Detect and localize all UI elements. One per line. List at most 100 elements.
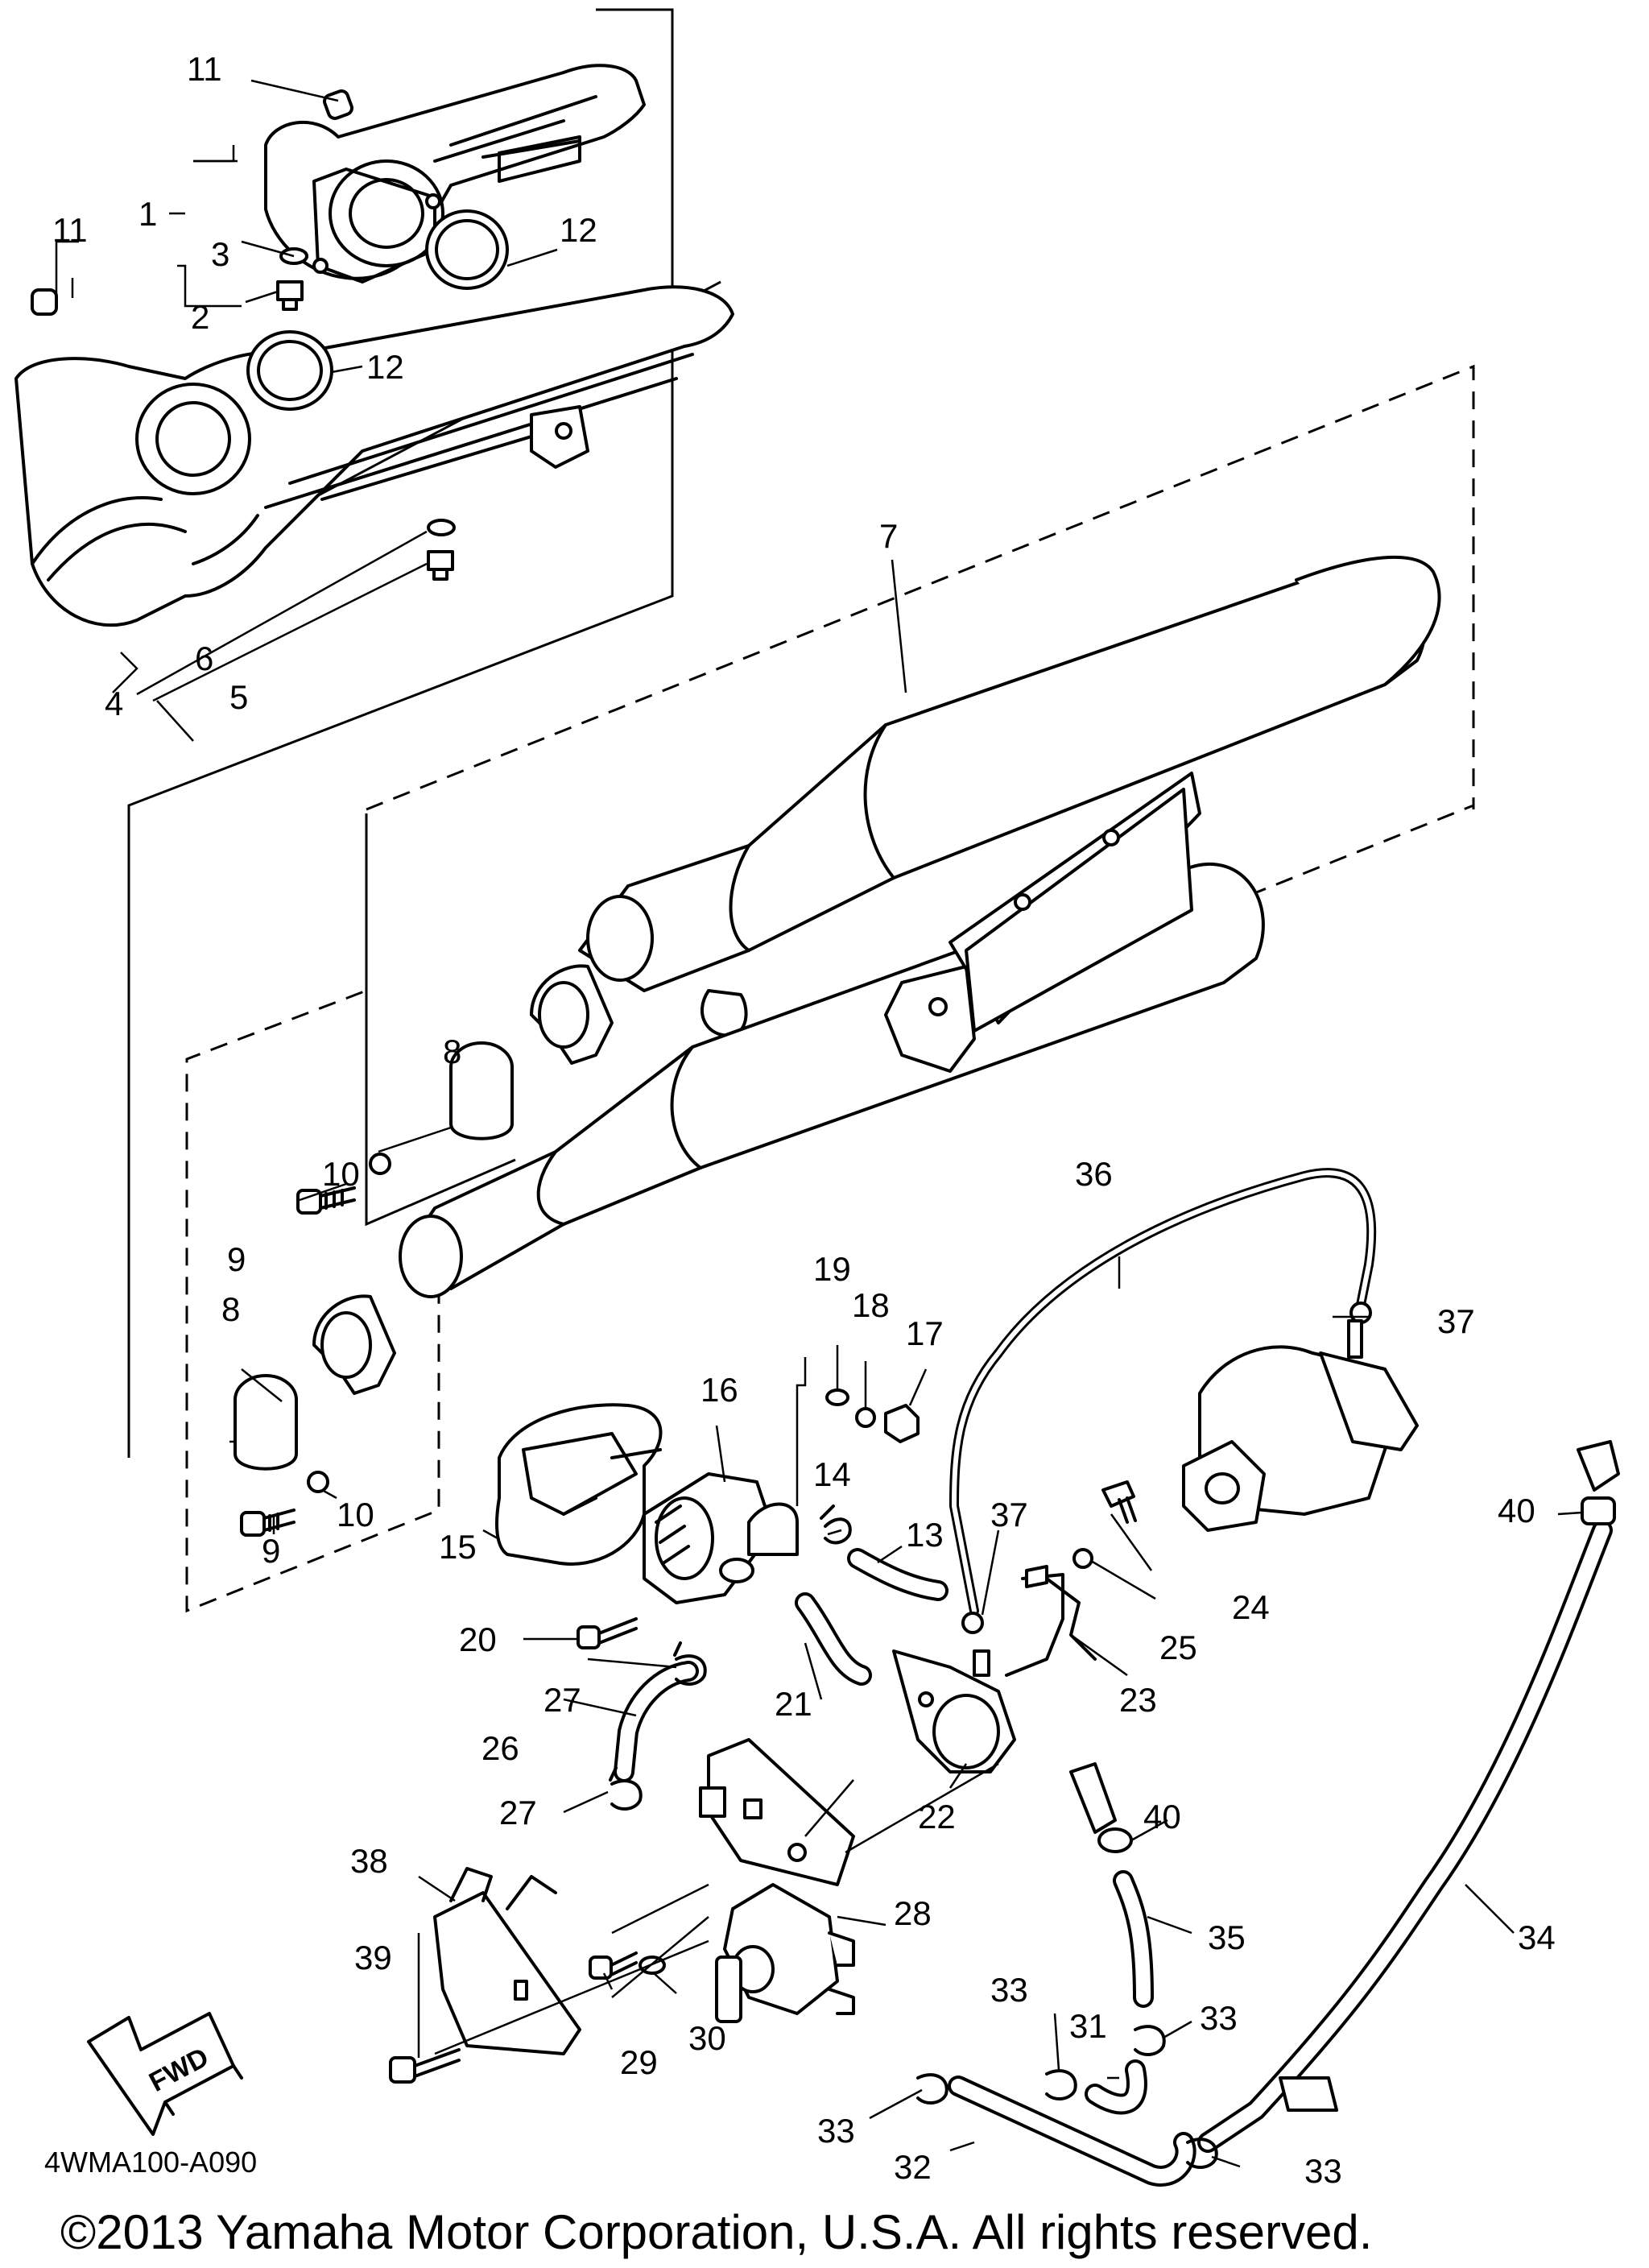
callout-4: 4 (105, 685, 123, 722)
callout-26: 26 (481, 1729, 519, 1767)
bolt-20 (577, 1617, 638, 1649)
callout-5: 5 (229, 678, 248, 716)
clamp-27-lower (609, 1766, 643, 1811)
bracket-23 (1005, 1565, 1097, 1677)
bolt-9-lower (240, 1509, 295, 1537)
washer-6 (427, 519, 456, 536)
bolt-24 (1101, 1480, 1137, 1524)
callout-13: 13 (906, 1516, 944, 1554)
callout-7: 7 (879, 517, 898, 555)
callout-16: 16 (701, 1371, 738, 1409)
washer-18 (855, 1407, 876, 1428)
callout-23: 23 (1119, 1681, 1157, 1719)
exhaust-pipe-4 (14, 285, 734, 627)
bolt-5 (427, 550, 454, 581)
callout-2: 2 (191, 298, 209, 336)
hose-35 (1113, 1870, 1154, 2008)
callout-31: 31 (1069, 2007, 1107, 2045)
clamp-33-b (1045, 2069, 1077, 2100)
callout-37-upper: 37 (1437, 1302, 1475, 1340)
callout-11-upper: 11 (187, 50, 222, 88)
washer-10-upper (369, 1153, 391, 1175)
cover-15 (495, 1403, 663, 1566)
muffler-lower (399, 772, 1265, 1298)
air-injection-unit-28 (715, 1883, 855, 2023)
callout-33-b: 33 (990, 1971, 1028, 2009)
callout-6: 6 (195, 639, 213, 677)
fwd-arrow-icon: FWD (87, 2012, 243, 2136)
washer-19 (825, 1389, 849, 1406)
callout-19: 19 (813, 1250, 851, 1288)
callout-21: 21 (775, 1685, 812, 1723)
bolt-29 (589, 1951, 638, 1980)
callout-35: 35 (1208, 1918, 1246, 1956)
callout-39: 39 (354, 1939, 392, 1976)
callout-40-upper: 40 (1498, 1492, 1535, 1529)
callout-37-lower: 37 (990, 1496, 1028, 1533)
gasket-8-lower (234, 1374, 298, 1471)
callout-29: 29 (620, 2043, 658, 2081)
clamp-37-lower (961, 1612, 984, 1634)
callout-12-lower: 12 (366, 348, 404, 386)
air-cut-valve-22 (892, 1649, 1016, 1773)
bracket-38 (433, 1867, 581, 2055)
hose-32 (948, 2076, 1196, 2187)
callout-3: 3 (211, 235, 229, 273)
callout-20: 20 (459, 1620, 497, 1658)
callout-12-upper: 12 (560, 211, 597, 249)
hose-13 (847, 1548, 948, 1601)
callout-34: 34 (1518, 1918, 1556, 1956)
callout-38: 38 (350, 1842, 388, 1880)
fitting-40-upper (1577, 1440, 1620, 1525)
callout-24: 24 (1232, 1588, 1270, 1626)
callout-27-upper: 27 (543, 1681, 581, 1719)
callout-27-lower: 27 (499, 1794, 537, 1831)
callout-9-upper: 9 (227, 1240, 246, 1278)
callout-30: 30 (688, 2019, 726, 2057)
muffler-clamp-upper (530, 964, 614, 1065)
clamp-14 (820, 1504, 852, 1545)
nut-11-upper (323, 89, 353, 120)
callout-33-a: 33 (817, 2112, 855, 2150)
hose-26 (614, 1661, 699, 1782)
bolt-39 (389, 2048, 461, 2084)
copyright-notice: ©2013 Yamaha Motor Corporation, U.S.A. A… (60, 2205, 1372, 2259)
muffler-clamp-lower (312, 1294, 396, 1395)
callout-40-lower: 40 (1143, 1798, 1181, 1836)
callout-10-upper: 10 (322, 1155, 360, 1193)
callout-25: 25 (1159, 1629, 1197, 1666)
callout-18: 18 (852, 1286, 890, 1324)
clamp-33-c (1134, 2025, 1166, 2056)
intake-joint (1182, 1319, 1419, 1532)
nut-11-lower (31, 288, 58, 316)
callout-9-lower: 9 (262, 1532, 280, 1570)
diagram-code: 4WMA100-A090 (44, 2146, 257, 2179)
washer-10-lower (307, 1471, 329, 1493)
callout-11-lower: 11 (52, 211, 88, 249)
fitting-40-lower (1069, 1762, 1133, 1853)
callout-33-d: 33 (1304, 2152, 1342, 2190)
callout-36: 36 (1075, 1155, 1113, 1193)
callout-22: 22 (918, 1798, 956, 1836)
clamp-33-a (916, 2073, 948, 2105)
gasket-12-lower (246, 330, 333, 411)
clamp-27-upper (673, 1641, 707, 1686)
leader-lines (55, 79, 1583, 2168)
callout-10-lower: 10 (337, 1496, 374, 1533)
nut-17 (884, 1404, 920, 1443)
hose-31 (1085, 2059, 1147, 2115)
gasket-12-upper (425, 209, 509, 290)
hose-34 (1197, 1520, 1613, 2153)
callout-1: 1 (138, 195, 157, 233)
callout-14: 14 (813, 1455, 851, 1493)
gasket-8-upper (449, 1041, 514, 1140)
callout-28: 28 (894, 1894, 932, 1932)
bolt-9-upper (296, 1186, 356, 1215)
callout-32: 32 (894, 2148, 932, 2186)
callout-labels: 11 1 3 2 11 12 12 6 4 5 7 8 10 9 8 9 10 … (52, 50, 1556, 2190)
washer-25 (1072, 1548, 1093, 1569)
hose-36 (949, 1168, 1377, 1616)
muffler-upper (578, 555, 1441, 1037)
hose-21 (795, 1592, 872, 1686)
